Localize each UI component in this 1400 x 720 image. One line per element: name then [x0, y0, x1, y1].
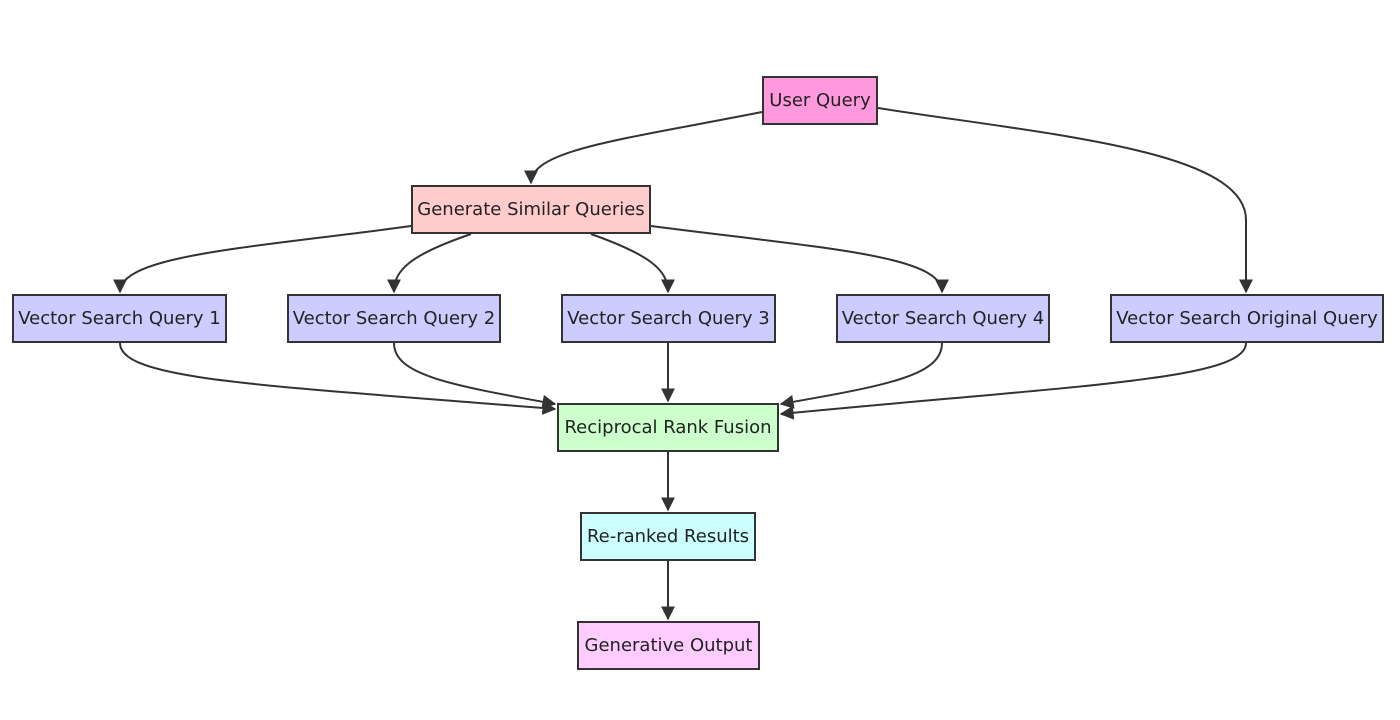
vector-search-query-3-node: Vector Search Query 3	[561, 294, 776, 343]
edge-vector-search-original-to-rrf	[779, 342, 1247, 420]
edge-generate-to-vector-search-1	[113, 225, 412, 294]
edge-user-query-to-vector-search-original	[877, 107, 1253, 294]
edge-user-query-to-generate-similar-queries	[524, 111, 763, 185]
edge-vector-search-4-to-rrf	[779, 342, 943, 409]
vector-search-query-4-node: Vector Search Query 4	[836, 294, 1050, 343]
edge-generate-to-vector-search-2	[387, 233, 472, 294]
vector-search-query-1-node: Vector Search Query 1	[12, 294, 227, 343]
edge-vector-search-2-to-rrf	[393, 342, 557, 409]
reranked-results-node: Re-ranked Results	[580, 512, 756, 561]
edge-generate-to-vector-search-3	[590, 233, 675, 294]
edge-generate-to-vector-search-4	[650, 225, 949, 294]
generative-output-node: Generative Output	[577, 621, 760, 670]
user-query-node: User Query	[762, 76, 878, 125]
vector-search-query-2-node: Vector Search Query 2	[287, 294, 501, 343]
vector-search-original-query-node: Vector Search Original Query	[1110, 294, 1384, 343]
generate-similar-queries-node: Generate Similar Queries	[411, 185, 651, 234]
reciprocal-rank-fusion-node: Reciprocal Rank Fusion	[557, 403, 779, 452]
edge-vector-search-1-to-rrf	[119, 342, 557, 415]
